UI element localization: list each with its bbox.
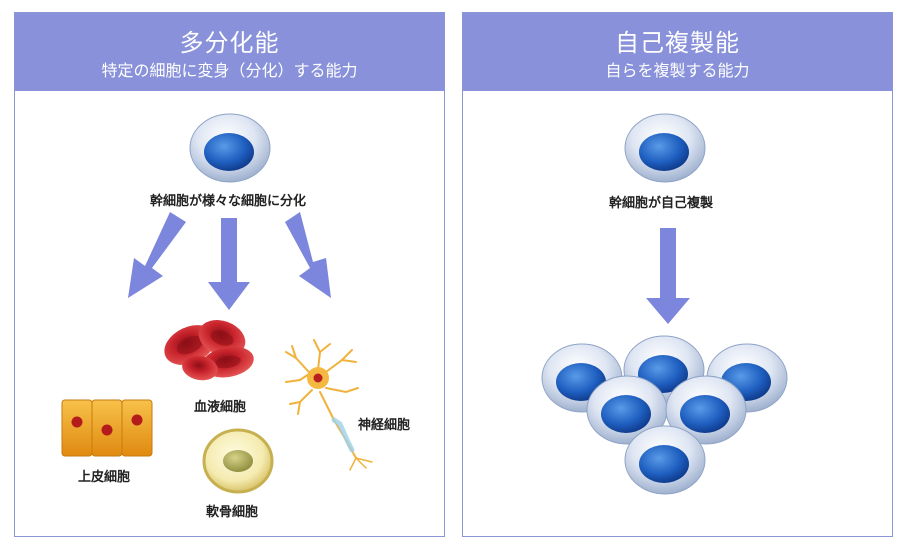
nerve-cell-label: 神経細胞 bbox=[358, 418, 411, 433]
differentiation-arrows bbox=[128, 212, 331, 310]
arrow-down bbox=[208, 218, 250, 310]
arrow-down-left bbox=[128, 212, 186, 298]
stem-cell-left bbox=[189, 113, 271, 183]
differentiation-header: 多分化能 特定の細胞に変身（分化）する能力 bbox=[15, 13, 444, 91]
replicated-cell bbox=[665, 375, 747, 445]
cartilage-cell-label: 軟骨細胞 bbox=[206, 505, 259, 520]
nerve-cell-graphic bbox=[285, 339, 373, 471]
self-renewal-arrow bbox=[646, 228, 690, 324]
self-renewal-title: 自己複製能 bbox=[615, 29, 740, 57]
differentiation-subtitle: 特定の細胞に変身（分化）する能力 bbox=[101, 61, 358, 80]
self-renewal-header: 自己複製能 自らを複製する能力 bbox=[463, 13, 892, 91]
stem-cell-right bbox=[624, 113, 706, 183]
replicated-cells-cluster bbox=[541, 335, 788, 495]
blood-cells-graphic bbox=[164, 320, 254, 381]
blood-cell-label: 血液細胞 bbox=[194, 400, 247, 415]
epithelial-cell-label: 上皮細胞 bbox=[78, 470, 131, 485]
cartilage-cell-graphic bbox=[202, 428, 274, 494]
epithelial-cells-graphic bbox=[61, 399, 153, 457]
arrow-down-right bbox=[285, 212, 331, 298]
differentiation-caption: 幹細胞が様々な細胞に分化 bbox=[150, 194, 307, 209]
replicated-cell bbox=[586, 375, 668, 445]
self-renewal-caption: 幹細胞が自己複製 bbox=[609, 196, 714, 211]
differentiation-title: 多分化能 bbox=[179, 29, 280, 57]
nerve-cell-body bbox=[307, 367, 329, 389]
self-renewal-subtitle: 自らを複製する能力 bbox=[605, 61, 750, 80]
replicated-cell bbox=[624, 425, 706, 495]
